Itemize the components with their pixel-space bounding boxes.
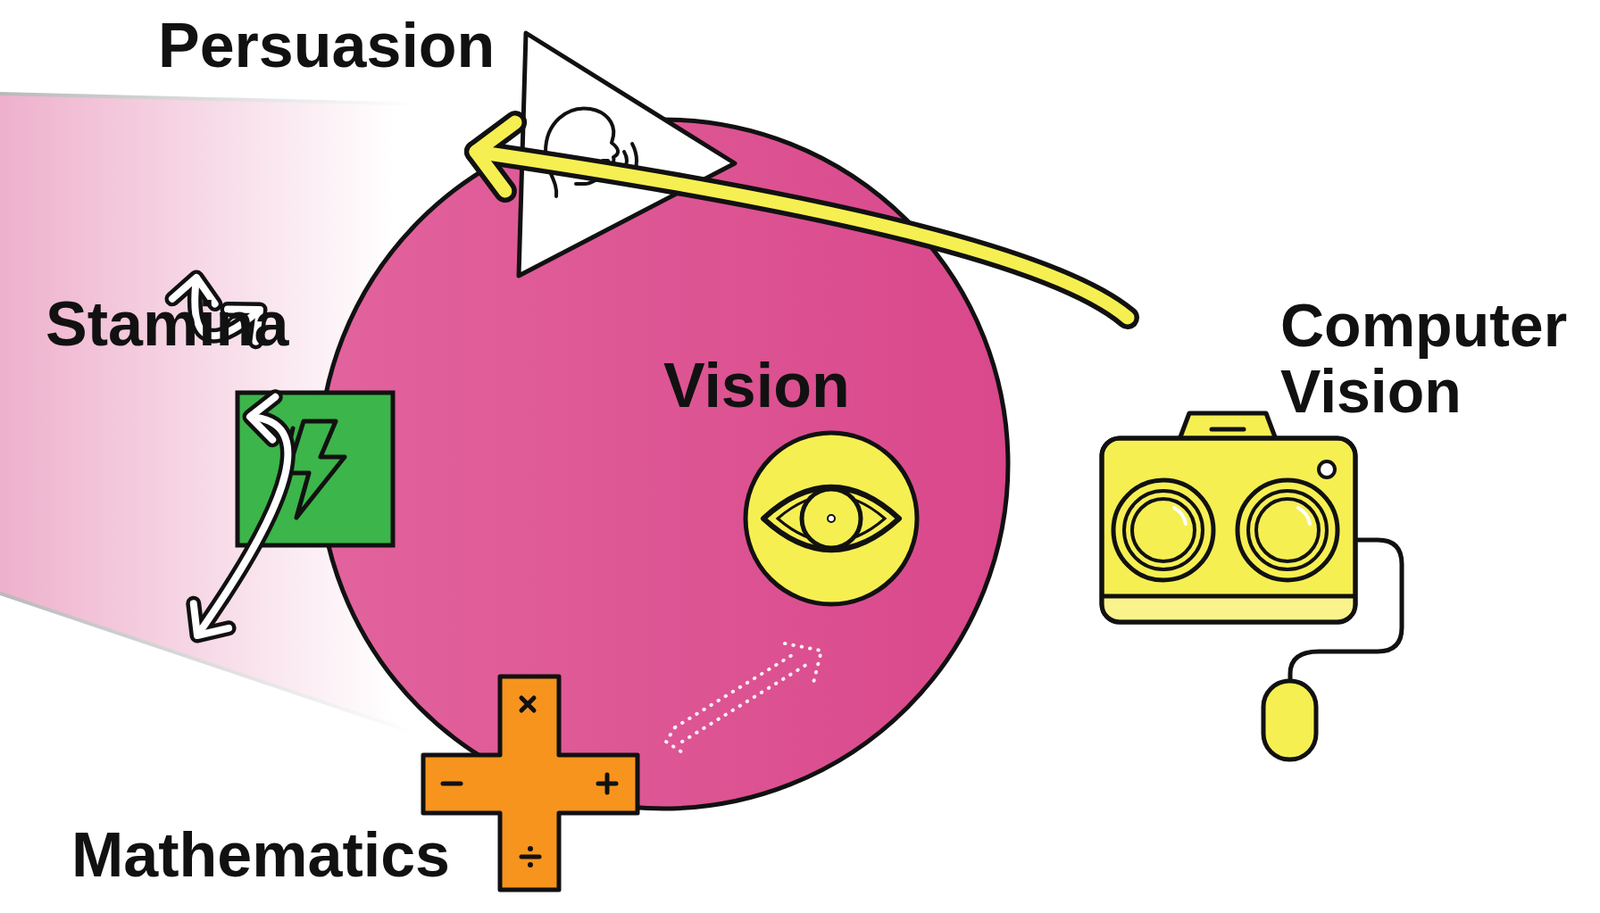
arrow-head-outline (227, 308, 260, 342)
dotted-arrow (666, 643, 822, 753)
arrow-head (172, 277, 216, 304)
node-label: Vision (663, 354, 850, 417)
arrow-head (250, 397, 275, 441)
diagram-node: Stamina (40, 285, 398, 550)
double-arrow (193, 397, 289, 636)
camera-icon (1093, 406, 1416, 764)
mouse (1263, 681, 1317, 760)
node-label: Stamina (45, 292, 289, 356)
arrow-body (197, 416, 288, 636)
arrow-head (227, 308, 260, 342)
double-arrow (172, 277, 260, 342)
node-label: Mathematics (71, 824, 450, 887)
camera-lenses (1113, 480, 1338, 581)
arrow-outline (475, 151, 1128, 318)
arrow-outline (197, 416, 288, 636)
math-symbols (442, 698, 617, 867)
arrow-body (475, 151, 1128, 318)
node-label: Persuasion (158, 14, 495, 77)
node-label: Computer Vision (1280, 291, 1589, 425)
mathematics-cross (419, 673, 642, 894)
arrow-head (193, 603, 229, 636)
curved-arrow (475, 122, 1128, 318)
diagram-node: Persuasion (151, 8, 742, 286)
diagram-node: Computer Vision (1093, 285, 1590, 768)
eye-icon (741, 429, 921, 609)
lightning-bolt (287, 421, 345, 518)
arrow-head (475, 122, 516, 192)
diagram-node: Mathematics (66, 671, 642, 904)
